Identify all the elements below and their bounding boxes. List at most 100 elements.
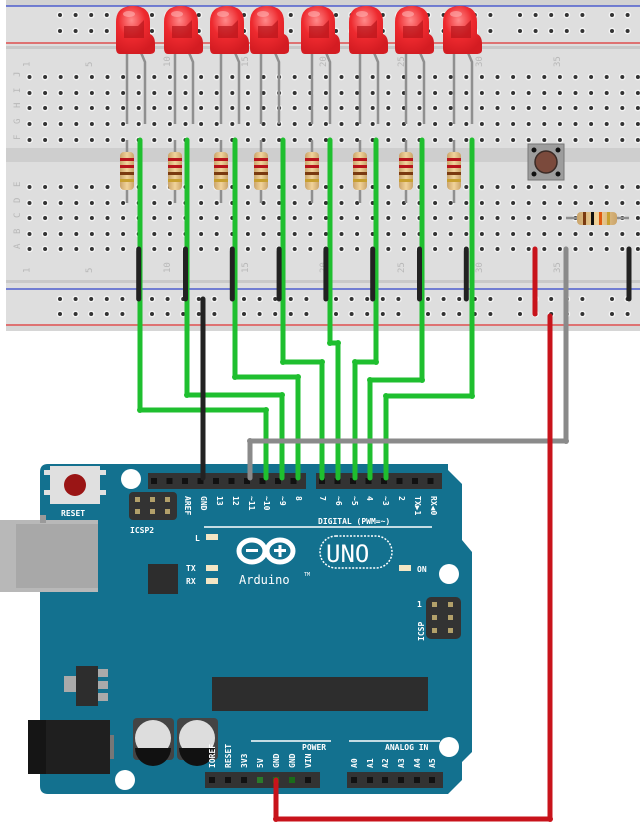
rail-hole-center (74, 13, 78, 17)
breadboard-hole-center (542, 185, 546, 189)
breadboard-hole-center (605, 201, 609, 205)
breadboard-hole-center (74, 216, 78, 220)
digital-pin-label: 13 (215, 496, 224, 506)
breadboard-hole-center (293, 216, 297, 220)
breadboard-hole-center (386, 216, 390, 220)
resistor-band (214, 165, 228, 168)
header-pin[interactable] (397, 478, 403, 484)
led-highlight (123, 11, 135, 17)
breadboard-hole-center (589, 138, 593, 142)
pushbutton[interactable] (528, 144, 564, 180)
breadboard-hole-center (386, 232, 390, 236)
power-pin[interactable] (257, 777, 263, 783)
breadboard-hole-center (511, 122, 515, 126)
breadboard-hole-center (605, 138, 609, 142)
breadboard-hole-center (59, 201, 63, 205)
header-pin[interactable] (182, 478, 188, 484)
breadboard-hole-center (324, 185, 328, 189)
reset-button[interactable] (44, 466, 106, 504)
resistor-body (254, 152, 268, 190)
resistor-band (399, 165, 413, 168)
rail-hole-center (74, 29, 78, 33)
breadboard-hole-center (215, 138, 219, 142)
analog-pin[interactable] (351, 777, 357, 783)
resistor-band (168, 158, 182, 161)
breadboard-hole-center (121, 232, 125, 236)
analog-pin[interactable] (382, 777, 388, 783)
power-pin[interactable] (209, 777, 215, 783)
breadboard-hole-center (59, 122, 63, 126)
breadboard-hole-center (558, 138, 562, 142)
resistor-body (447, 152, 461, 190)
breadboard-hole-center (636, 201, 640, 205)
power-pin[interactable] (241, 777, 247, 783)
analog-pin-label: A4 (413, 758, 422, 768)
breadboard-hole-center (340, 232, 344, 236)
rail-hole-center (89, 312, 93, 316)
breadboard-hole-center (636, 232, 640, 236)
breadboard-hole-center (355, 247, 359, 251)
led-on-label: ON (417, 565, 427, 574)
breadboard-hole-center (324, 232, 328, 236)
breadboard-hole-center (246, 216, 250, 220)
rail-hole-center (89, 29, 93, 33)
capacitor (133, 718, 174, 766)
breadboard-hole-center (230, 91, 234, 95)
breadboard-hole-center (215, 91, 219, 95)
breadboard-hole-center (605, 247, 609, 251)
row-label: B (13, 229, 23, 234)
breadboard-hole-center (293, 247, 297, 251)
analog-pin[interactable] (367, 777, 373, 783)
pushbutton-cap[interactable] (535, 151, 557, 173)
header-pin[interactable] (229, 478, 235, 484)
header-pin[interactable] (428, 478, 434, 484)
breadboard-hole-center (262, 216, 266, 220)
rail-hole-center (150, 29, 154, 33)
breadboard-hole-center (496, 91, 500, 95)
resistor-band (254, 165, 268, 168)
analog-pin-label: A1 (366, 758, 375, 768)
header-pin[interactable] (412, 478, 418, 484)
breadboard-hole-center (246, 185, 250, 189)
led-l-label: L (195, 534, 200, 543)
breadboard-hole-center (464, 232, 468, 236)
analog-pin[interactable] (398, 777, 404, 783)
power-pin[interactable] (289, 777, 295, 783)
power-label: POWER (302, 743, 326, 752)
breadboard-hole-center (620, 201, 624, 205)
header-pin[interactable] (167, 478, 173, 484)
header-pin[interactable] (151, 478, 157, 484)
header-pin[interactable] (213, 478, 219, 484)
breadboard-hole-center (620, 91, 624, 95)
power-pin[interactable] (305, 777, 311, 783)
row-label: J (13, 72, 23, 77)
breadboard-hole-center (464, 91, 468, 95)
breadboard-hole-center (74, 106, 78, 110)
breadboard-hole-center (152, 216, 156, 220)
breadboard-hole-center (433, 216, 437, 220)
breadboard-hole-center (74, 201, 78, 205)
rail-hole-center (166, 312, 170, 316)
power-pin[interactable] (225, 777, 231, 783)
column-label: 5 (85, 268, 95, 273)
breadboard-hole-center (199, 75, 203, 79)
digital-pin-label: GND (199, 496, 208, 511)
reset-button-cap[interactable] (64, 474, 86, 496)
minus-icon (246, 549, 258, 552)
rail-hole-center (105, 29, 109, 33)
rail-hole-center (518, 29, 522, 33)
resistor-body (399, 152, 413, 190)
breadboard-hole-center (558, 106, 562, 110)
breadboard-hole-center (121, 75, 125, 79)
column-label: 15 (241, 56, 251, 67)
analog-pin[interactable] (429, 777, 435, 783)
header-pin[interactable] (291, 478, 297, 484)
breadboard-hole-center (106, 106, 110, 110)
breadboard-hole-center (59, 232, 63, 236)
breadboard-hole-center (168, 106, 172, 110)
analog-pin[interactable] (414, 777, 420, 783)
mounting-hole (121, 469, 141, 489)
breadboard-hole-center (636, 185, 640, 189)
breadboard-hole-center (589, 247, 593, 251)
breadboard-hole-center (152, 201, 156, 205)
